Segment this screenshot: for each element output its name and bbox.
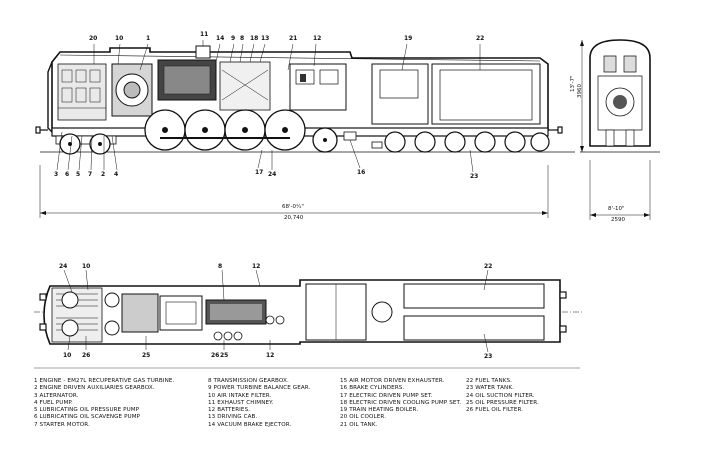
callout-label: 22 [476,35,485,42]
height-dimension-metric: 3960 [577,84,583,98]
legend-column-2: 8 TRANSMISSION GEARBOX. 9 POWER TURBINE … [208,378,310,429]
legend-item: 7 STARTER MOTOR. [34,421,90,428]
legend-item: 25 OIL PRESSURE FILTER. [466,399,539,406]
legend-item: 10 AIR INTAKE FILTER. [208,392,272,399]
callout-label: 26 [82,352,91,359]
callout-label: 12 [313,35,322,42]
callout-label: 3 [54,171,59,178]
legend-item: 22 FUEL TANKS. [466,378,513,384]
callout-label: 10 [115,35,124,42]
legend-item: 3 ALTERNATOR. [34,392,79,399]
plan-view [34,269,582,353]
callout-label: 9 [231,35,236,42]
callout-label: 17 [255,169,264,176]
callout-label: 12 [252,263,261,270]
callout-label: 23 [470,173,479,180]
legend-item: 19 TRAIN HEATING BOILER. [340,407,419,414]
length-dimension-imperial: 68'-0¼" [282,204,304,210]
callout-label: 25 [142,352,151,359]
callout-label: 6 [65,171,70,178]
callout-label: 4 [114,171,119,178]
legend-item: 13 DRIVING CAB. [208,414,258,421]
callout-label: 22 [484,263,493,270]
legend-column-3: 15 AIR MOTOR DRIVEN EXHAUSTER. 16 BRAKE … [340,378,461,429]
width-dimension-imperial: 8'-10" [608,206,625,212]
callout-label: 14 [216,35,225,42]
callout-label: 8 [240,35,245,42]
side-elevation [35,40,575,218]
callout-label: 11 [200,31,209,38]
height-dimension-imperial: 13'-7" [570,75,576,92]
legend-item: 2 ENGINE DRIVEN AUXILIARIES GEARBOX. [34,385,155,392]
callout-label: 1 [146,35,151,42]
callout-label: 25 [220,352,229,359]
legend-item: 23 WATER TANK. [466,385,514,392]
callout-label: 16 [357,169,366,176]
callout-label: 12 [266,352,275,359]
callout-label: 21 [289,35,298,42]
legend-item: 26 FUEL OIL FILTER. [466,407,524,414]
callout-label: 10 [63,352,72,359]
callout-label: 5 [76,171,81,178]
legend-item: 1 ENGINE - EM27L RECUPERATIVE GAS TURBIN… [34,378,175,384]
legend-item: 12 BATTERIES. [208,407,251,414]
end-elevation [580,39,660,220]
callout-label: 20 [89,35,98,42]
callout-label: 26 [211,352,220,359]
legend-item: 6 LUBRICATING OIL SCAVENGE PUMP [34,414,141,421]
legend-item: 15 AIR MOTOR DRIVEN EXHAUSTER. [340,378,445,384]
legend-item: 14 VACUUM BRAKE EJECTOR. [208,421,292,428]
legend-item: 16 BRAKE CYLINDERS. [340,385,405,392]
callout-label: 18 [250,35,259,42]
length-dimension-metric: 20,740 [284,215,304,221]
callout-label: 24 [268,171,277,178]
legend-item: 18 ELECTRIC DRIVEN COOLING PUMP SET. [340,399,462,406]
legend-item: 4 FUEL PUMP. [34,399,73,406]
legend-column-1: 1 ENGINE - EM27L RECUPERATIVE GAS TURBIN… [34,378,174,429]
legend-item: 20 OIL COOLER. [340,414,387,421]
callout-label: 8 [218,263,223,270]
callout-label: 7 [88,171,93,178]
callout-label: 13 [261,35,270,42]
legend-item: 5 LUBRICATING OIL PRESSURE PUMP [34,407,140,414]
callout-label: 19 [404,35,413,42]
callout-label: 24 [59,263,68,270]
width-dimension-metric: 2590 [611,217,625,223]
legend-item: 8 TRANSMISSION GEARBOX. [208,378,289,384]
legend-item: 9 POWER TURBINE BALANCE GEAR. [208,385,311,392]
callout-label: 10 [82,263,91,270]
callout-label: 2 [101,171,106,178]
legend-item: 21 OIL TANK. [340,421,378,428]
legend-column-4: 22 FUEL TANKS. 23 WATER TANK. 24 OIL SUC… [466,378,539,414]
legend-item: 24 OIL SUCTION FILTER. [466,392,535,399]
legend-item: 11 EXHAUST CHIMNEY. [208,399,274,406]
legend-item: 17 ELECTRIC DRIVEN PUMP SET. [340,392,433,399]
callout-label: 23 [484,353,493,360]
